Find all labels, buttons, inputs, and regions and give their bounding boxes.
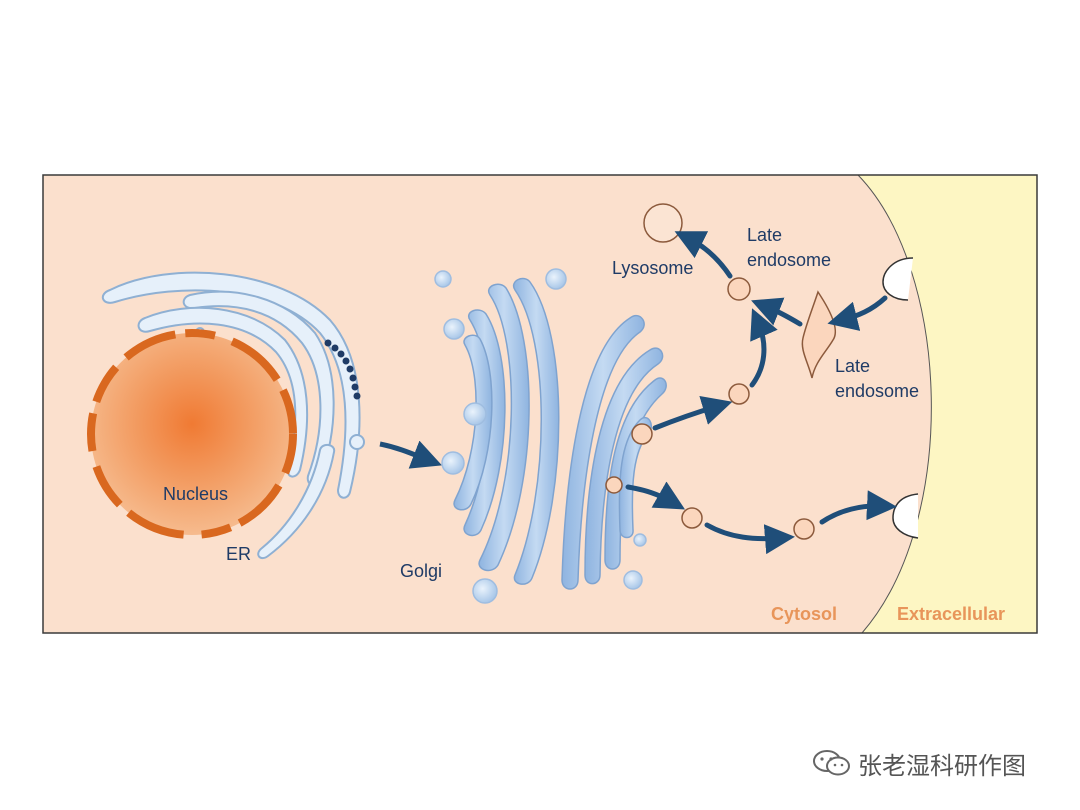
golgi-label: Golgi (400, 561, 442, 581)
golgi-apparatus (453, 277, 667, 590)
ribosomes (324, 339, 361, 400)
lysosome (643, 203, 683, 243)
trafficking-arrows (625, 231, 897, 555)
watermark: 张老湿科研作图 (812, 745, 1026, 781)
wechat-icon (813, 750, 850, 776)
er-to-golgi-arrow (379, 440, 442, 469)
arrow-to-endosome-vesicle (652, 395, 733, 431)
watermark-text: 张老湿科研作图 (858, 751, 1026, 780)
extracellular-label: Extracellular (897, 604, 1005, 624)
nuclear-envelope (87, 329, 297, 539)
late-endosome-bottom-label-line1: Late (835, 356, 870, 376)
golgi-vesicles (434, 268, 647, 604)
extracellular-region (856, 174, 1038, 634)
membrane-pits (882, 257, 919, 539)
cytosol-label: Cytosol (771, 604, 837, 624)
arrow-exocytosis (819, 490, 897, 525)
nucleus-label: Nucleus (163, 484, 228, 504)
arrow-endocytosis (827, 295, 888, 331)
arrow-up-to-upper-vesicle (749, 308, 778, 388)
arrow-to-lysosome (674, 231, 733, 279)
late-endosome-bottom-label-line2: endosome (835, 381, 919, 401)
arrow-endosome-to-vesicle (751, 297, 803, 327)
late-endosome-top-label-line1: Late (747, 225, 782, 245)
nucleus: Nucleus (87, 329, 297, 539)
panel-border (42, 174, 1038, 634)
arrow-secretory-1 (625, 481, 686, 510)
arrow-secretory-2 (704, 522, 795, 555)
lysosome-label: Lysosome (612, 258, 693, 278)
late-endosome-top-label-line2: endosome (747, 250, 831, 270)
er-label: ER (226, 544, 251, 564)
transport-vesicles (605, 277, 815, 540)
